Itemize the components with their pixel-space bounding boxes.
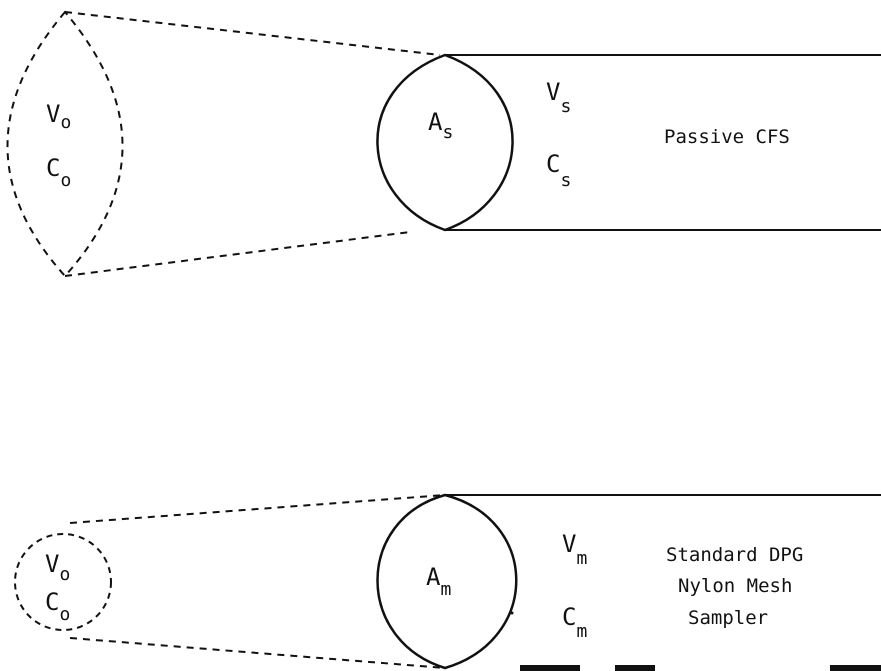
scan-artifact: [520, 665, 580, 671]
bottom-inlet-area-label: Am: [426, 563, 451, 600]
bottom-source-volume: [14, 533, 112, 631]
top-streamline-lower: [64, 231, 411, 277]
top-caption: Passive CFS: [664, 126, 790, 148]
bottom-source-concentration-label: Co: [45, 588, 70, 625]
top-inlet-area-label: As: [428, 108, 453, 143]
top-tube-velocity-label: Vs: [546, 78, 571, 117]
scan-artifact: [830, 665, 881, 671]
bottom-streamline-upper: [69, 494, 446, 524]
bottom-caption-line-3: Sampler: [688, 607, 768, 629]
top-source-velocity-label: Vo: [46, 100, 71, 133]
scan-artifact: [615, 665, 655, 671]
bottom-source-velocity-label: Vo: [45, 550, 70, 585]
top-tube-concentration-label: Cs: [546, 150, 571, 191]
scan-artifact: [510, 611, 514, 615]
top-source-concentration-label: Co: [46, 154, 71, 191]
bottom-caption-line-1: Standard DPG: [666, 544, 803, 566]
bottom-streamline-lower: [69, 637, 446, 669]
bottom-inlet-opening: [376, 493, 518, 670]
top-streamline-upper: [64, 11, 441, 56]
bottom-tube-concentration-label: Cm: [562, 603, 587, 642]
bottom-caption-line-2: Nylon Mesh: [678, 575, 792, 597]
bottom-tube-velocity-label: Vm: [562, 530, 587, 569]
top-source-volume: [6, 10, 124, 278]
